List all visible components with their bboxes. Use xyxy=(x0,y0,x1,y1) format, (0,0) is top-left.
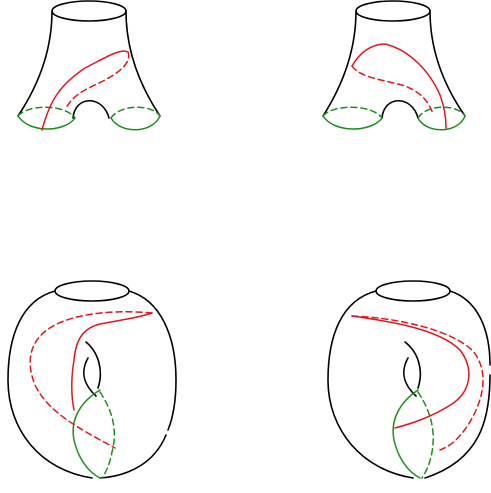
pants-panel-2 xyxy=(323,1,465,130)
green-circle-front xyxy=(393,390,420,478)
left-leg-circle-front xyxy=(18,116,75,129)
red-arc-front xyxy=(352,316,469,428)
top-boundary-circle xyxy=(356,1,430,21)
torus-panel-1 xyxy=(8,281,176,478)
right-leg-circle-back xyxy=(111,107,160,118)
body-outline-right xyxy=(425,291,490,478)
left-leg-circle-back xyxy=(323,107,382,118)
top-boundary-circle xyxy=(376,281,450,301)
right-side-outline xyxy=(126,11,160,116)
crotch-arch-outline xyxy=(382,101,418,118)
hole-upper-lip xyxy=(86,342,100,388)
body-outline-left xyxy=(8,291,92,478)
right-leg-circle-front xyxy=(418,116,465,130)
top-boundary-circle xyxy=(55,281,129,301)
body-outline-right xyxy=(100,291,176,478)
left-leg-circle-front xyxy=(323,116,382,129)
hole-lower-lip xyxy=(404,358,416,396)
left-side-outline xyxy=(323,11,356,116)
top-boundary-circle xyxy=(52,1,126,21)
green-circle-front xyxy=(73,390,100,478)
left-side-outline xyxy=(18,11,52,116)
hole-upper-lip xyxy=(405,342,420,388)
green-circle-back xyxy=(100,392,114,478)
right-leg-circle-front xyxy=(111,116,160,130)
right-side-outline xyxy=(430,11,465,116)
torus-panel-2 xyxy=(328,281,490,478)
red-arc-front xyxy=(352,44,446,128)
crotch-arch-outline xyxy=(73,101,109,118)
pants-panel-1 xyxy=(18,1,160,130)
right-leg-circle-back xyxy=(418,107,465,118)
red-arc-back xyxy=(30,312,152,448)
hole-lower-lip xyxy=(84,358,96,396)
red-arc-front xyxy=(72,313,152,410)
green-circle-back xyxy=(418,392,433,478)
red-arc-back xyxy=(66,52,129,108)
red-arc-back xyxy=(352,66,433,114)
red-arc-back xyxy=(352,316,483,450)
